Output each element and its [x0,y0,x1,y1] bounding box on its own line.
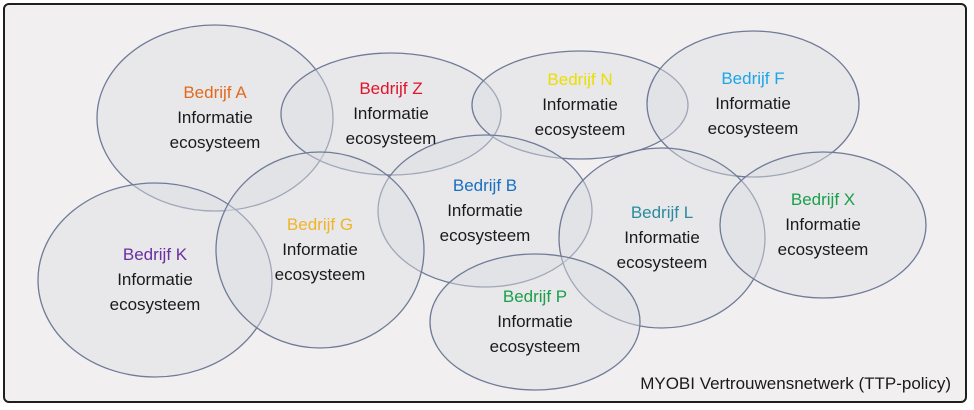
ecosystem-f-title: Bedrijf F [721,69,784,88]
ecosystem-a-title: Bedrijf A [183,83,247,102]
ecosystem-b-title: Bedrijf B [453,176,517,195]
ecosystem-b-line2: ecosysteem [440,226,531,245]
ecosystem-g-title: Bedrijf G [287,215,353,234]
ecosystem-l-title: Bedrijf L [631,203,693,222]
label-layer: Bedrijf A Informatie ecosysteem Bedrijf Z In… [110,69,869,356]
ecosystem-ellipse-x [719,151,927,299]
ecosystem-ellipse-l [558,147,766,329]
ecosystem-diagram: Bedrijf A Informatie ecosysteem Bedrijf Z In… [37,24,927,391]
ecosystem-p-title: Bedrijf P [503,287,567,306]
ecosystem-a-line2: ecosysteem [170,133,261,152]
ecosystem-a-line1: Informatie [177,108,253,127]
ecosystem-k-title: Bedrijf K [123,245,188,264]
ecosystem-f-line2: ecosysteem [708,119,799,138]
ecosystem-z-line1: Informatie [353,104,429,123]
ecosystem-n-line1: Informatie [542,95,618,114]
ellipse-layer [37,24,927,391]
ecosystem-z-title: Bedrijf Z [359,79,422,98]
ecosystem-x-title: Bedrijf X [791,190,855,209]
ecosystem-k-line1: Informatie [117,270,193,289]
diagram-caption: MYOBI Vertrouwensnetwerk (TTP-policy) [640,374,951,393]
ecosystem-ellipse-p [429,253,641,391]
diagram-frame: Bedrijf A Informatie ecosysteem Bedrijf Z In… [3,3,967,403]
ecosystem-ellipse-b [377,134,593,288]
ecosystem-p-line2: ecosysteem [490,337,581,356]
ecosystem-b-line1: Informatie [447,201,523,220]
ecosystem-g-line1: Informatie [282,240,358,259]
ecosystem-l-line2: ecosysteem [617,253,708,272]
ecosystem-n-line2: ecosysteem [535,120,626,139]
ecosystem-l-line1: Informatie [624,228,700,247]
ecosystem-x-line2: ecosysteem [778,240,869,259]
ecosystem-ellipse-k [37,182,273,378]
ecosystem-p-line1: Informatie [497,312,573,331]
ecosystem-x-line1: Informatie [785,215,861,234]
ecosystem-z-line2: ecosysteem [346,129,437,148]
ecosystem-f-line1: Informatie [715,94,791,113]
ecosystem-ellipse-f [646,30,860,178]
ecosystem-g-line2: ecosysteem [275,265,366,284]
ecosystem-ellipse-n [471,50,689,160]
ecosystem-ellipse-a [96,24,334,212]
ecosystem-n-title: Bedrijf N [547,70,612,89]
ecosystem-ellipse-g [215,151,425,349]
ecosystem-k-line2: ecosysteem [110,295,201,314]
